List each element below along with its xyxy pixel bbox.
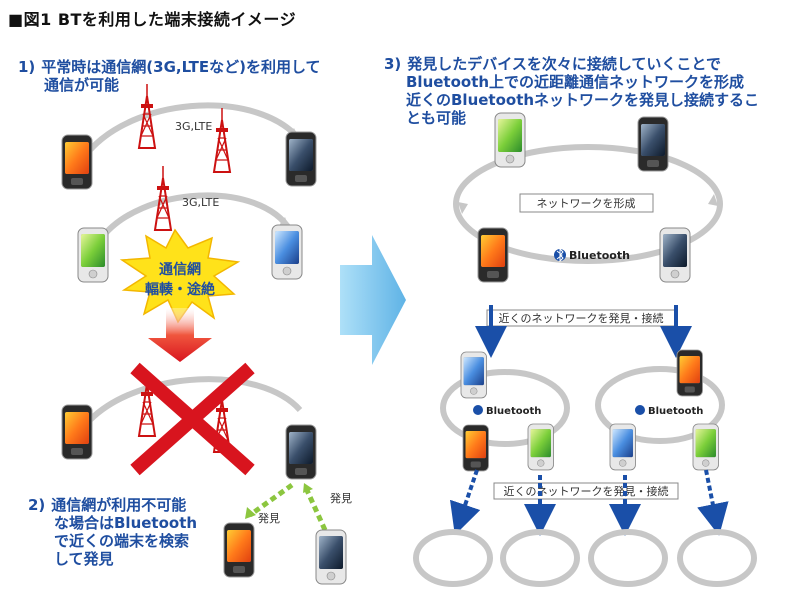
step3-number: 3) [384,55,402,73]
network-ring-small [588,529,668,587]
network-link-arc-2 [97,192,293,242]
step2-line3: で近くの端末を検索 [54,532,190,550]
discover-connect-label-2: 近くのネットワークを発見・接続 [504,484,669,498]
network-ring-small [677,529,757,587]
network-ring-main [453,144,723,264]
pda-green-icon [494,112,526,168]
smartphone-orange-icon [61,134,93,190]
pda-green-icon [692,423,719,471]
cell-tower-icon [213,107,231,173]
pda-green-icon [77,227,109,283]
network-label-1: 3G,LTE [175,120,212,133]
bluetooth-icon [635,405,645,415]
step2-line2: な場合はBluetooth [54,514,198,532]
network-formation-box [519,193,654,213]
down-arrow-red [148,308,212,362]
figure-title: ■図1 BTを利用した端末接続イメージ [8,10,297,29]
network-ring-small [413,529,493,587]
network-link-arc-1 [87,102,303,153]
smartphone-orange-icon [61,404,93,460]
step2-text: 2) 通信網が利用不可能 な場合はBluetooth で近くの端末を検索 して発見 [28,496,197,568]
bluetooth-logo-main: Bluetooth [554,247,630,263]
transition-arrow [340,235,406,365]
found-label-2: 発見 [330,491,352,505]
dashed-arrow-blue [450,469,481,536]
dashed-green-arrow [248,482,294,518]
dashed-green-arrow [303,486,328,532]
smartphone-orange-icon [462,424,489,472]
bt-network-section: ネットワークを形成 Bluetooth 近くのネットワークを発見・接続 Blue… [413,112,757,587]
pda-blue-icon [609,423,636,471]
smartphone-orange-icon [223,522,255,578]
normal-operation-section: 3G,LTE 3G,LTE 通信網 輻輳・途絶 [61,83,317,362]
bluetooth-label-left: Bluetooth [486,406,541,417]
found-label-1: 発見 [258,511,280,525]
step3-line1: 発見したデバイスを次々に接続していくことで [407,55,721,73]
bluetooth-label-right: Bluetooth [648,406,703,417]
step2-number: 2) [28,496,46,514]
step2-line4: して発見 [54,550,114,568]
burst-line1: 通信網 [159,261,201,278]
step3-line2: Bluetooth上での近距離通信ネットワークを形成 [406,73,745,91]
failure-section: 発見 発見 [61,362,352,585]
dashed-arrow-blue [697,469,729,536]
pda-dark-icon [659,227,691,283]
network-ring-right [595,366,725,444]
step1-line1: 平常時は通信網(3G,LTEなど)を利用して [41,58,321,76]
smartphone-dark-icon [285,424,317,480]
step3-text: 3) 発見したデバイスを次々に接続していくことで Bluetooth上での近距離通… [384,55,759,127]
cross-mark [130,362,255,476]
discover-connect-label-1: 近くのネットワークを発見・接続 [499,311,664,325]
step1-line2: 通信が可能 [44,76,120,94]
pda-green-icon [527,423,554,471]
pda-dark-icon [315,529,347,585]
burst-line2: 輻輳・途絶 [145,281,215,298]
bluetooth-label-main: Bluetooth [569,249,630,262]
network-ring-small [500,529,580,587]
smartphone-dark-icon [637,116,669,172]
step1-text: 1) 平常時は通信網(3G,LTEなど)を利用して 通信が可能 [18,58,321,94]
smartphone-orange-icon [676,349,703,397]
smartphone-orange-icon [477,227,509,283]
smartphone-dark-icon [285,131,317,187]
network-formation-label: ネットワークを形成 [537,197,636,210]
bluetooth-icon [473,405,483,415]
step3-line3: 近くのBluetoothネットワークを発見し接続するこ [406,91,760,109]
pda-blue-icon [271,224,303,280]
pda-blue-icon [460,351,487,399]
network-ring-left [440,369,570,447]
network-label-2: 3G,LTE [182,196,219,209]
step2-line1: 通信網が利用不可能 [51,496,187,514]
step3-line4: とも可能 [406,109,467,127]
step1-number: 1) [18,58,36,76]
